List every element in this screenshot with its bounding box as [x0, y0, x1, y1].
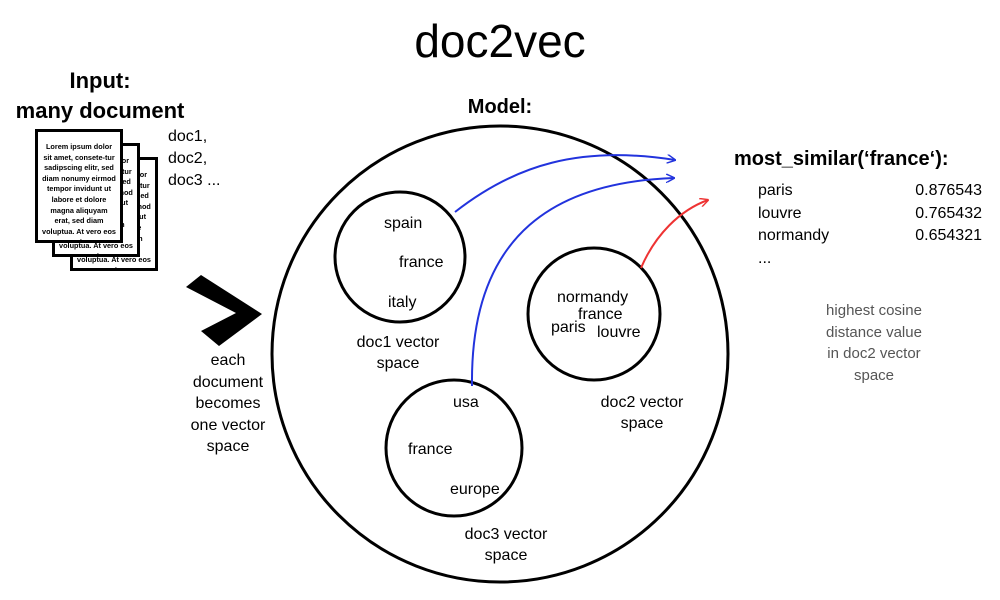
- caption-line-1: each: [210, 352, 246, 369]
- input-heading: Input: many document: [0, 66, 200, 126]
- doc1-space-label: doc1 vector space: [323, 332, 473, 374]
- doc1-space-label-line-2: space: [376, 355, 420, 372]
- result-score: 0.876543: [915, 182, 982, 200]
- result-more: ...: [758, 249, 772, 267]
- doc2-word-france: france: [578, 306, 623, 323]
- doc2-word-louvre: louvre: [597, 324, 641, 341]
- doc2-space-label: doc2 vector space: [567, 392, 717, 434]
- table-row: louvre 0.765432: [758, 203, 982, 226]
- most-similar-results: paris 0.876543 louvre 0.765432 normandy …: [758, 180, 982, 270]
- result-word: normandy: [758, 227, 830, 245]
- result-word: louvre: [758, 204, 802, 222]
- doc3-word-usa: usa: [453, 394, 479, 411]
- chevron-arrow-icon: [186, 275, 262, 346]
- doc-label-3: doc3 ...: [168, 172, 221, 189]
- model-circle: [270, 124, 730, 584]
- doc1-to-result-arrow: [454, 154, 675, 213]
- input-heading-line-2: many document: [15, 98, 185, 123]
- page-title: doc2vec: [414, 15, 586, 67]
- doc1-space-label-line-1: doc1 vector: [356, 334, 440, 351]
- caption-line-3: becomes: [195, 395, 261, 412]
- result-score: 0.654321: [915, 227, 982, 245]
- doc3-space-label-line-1: doc3 vector: [464, 526, 548, 543]
- doc1-word-spain: spain: [384, 215, 423, 232]
- result-score: 0.765432: [915, 204, 982, 222]
- doc3-word-france: france: [408, 441, 453, 458]
- doc-labels: doc1, doc2, doc3 ...: [168, 126, 220, 192]
- cosine-note: highest cosine distance value in doc2 ve…: [786, 300, 962, 386]
- doc3-space-circle: [384, 378, 524, 518]
- table-row: normandy 0.654321: [758, 225, 982, 248]
- note-line-4: space: [853, 366, 895, 384]
- result-word: paris: [758, 182, 793, 200]
- document-page-front: Lorem ipsum dolor sit amet, consete-tur …: [35, 129, 123, 243]
- doc2-word-paris: paris: [551, 319, 586, 336]
- most-similar-title: most_similar(‘france‘):: [734, 148, 949, 170]
- doc1-word-france: france: [399, 254, 444, 271]
- caption-line-5: space: [206, 438, 250, 455]
- doc2-space-circle: [526, 246, 662, 382]
- caption-line-4: one vector: [190, 416, 266, 434]
- doc3-space-label: doc3 vector space: [431, 524, 581, 566]
- table-row: paris 0.876543: [758, 180, 982, 203]
- doc3-space-label-line-2: space: [484, 547, 528, 564]
- doc-label-2: doc2,: [168, 150, 208, 167]
- doc1-word-italy: italy: [388, 294, 417, 311]
- doc2-space-label-line-2: space: [620, 415, 664, 432]
- doc3-word-europe: europe: [450, 481, 500, 498]
- doc3-to-result-arrow: [470, 178, 674, 387]
- doc2-to-result-arrow: [640, 200, 708, 269]
- doc1-space-circle: [333, 190, 467, 324]
- caption-line-2: document: [192, 373, 264, 391]
- table-row: ...: [758, 248, 982, 271]
- note-line-1: highest cosine: [826, 302, 922, 319]
- transformation-caption: each document becomes one vector space: [160, 350, 296, 458]
- note-line-3: in doc2 vector: [827, 345, 921, 362]
- doc-label-1: doc1,: [168, 128, 208, 145]
- model-label: Model:: [467, 96, 533, 118]
- note-line-2: distance value: [826, 323, 922, 341]
- doc2-space-label-line-1: doc2 vector: [600, 394, 684, 411]
- doc2-word-normandy: normandy: [557, 289, 629, 306]
- input-heading-line-1: Input:: [69, 68, 131, 93]
